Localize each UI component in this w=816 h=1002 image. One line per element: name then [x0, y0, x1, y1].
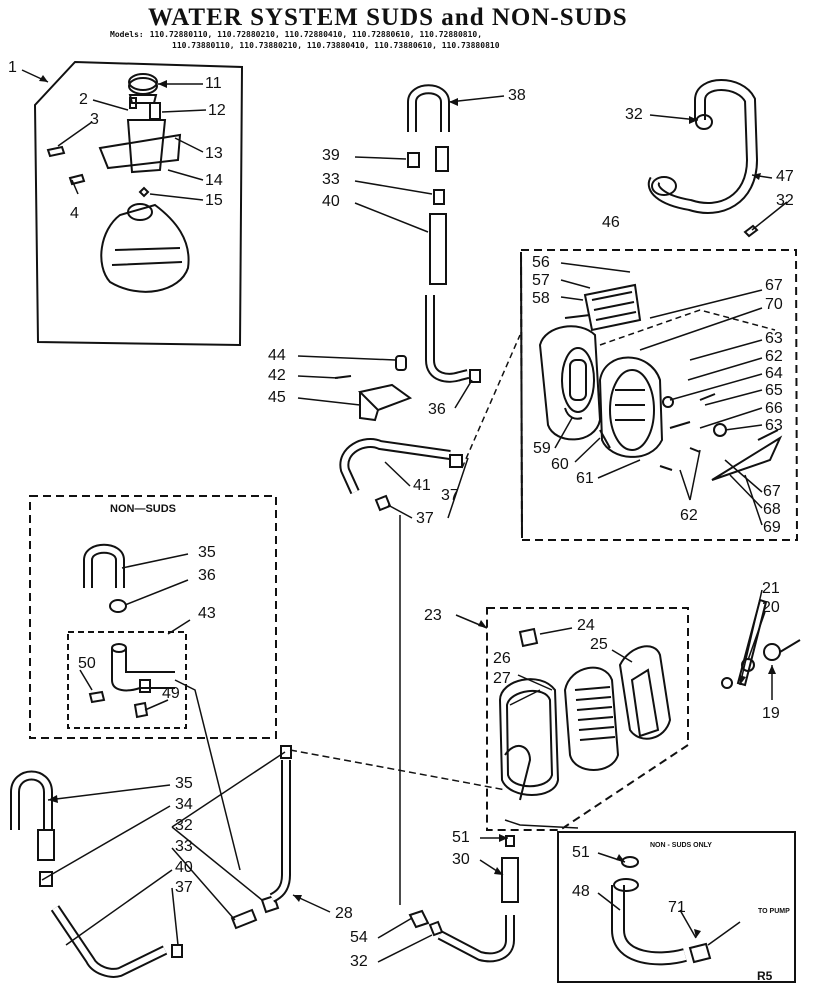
- callout-4: 4: [70, 205, 79, 222]
- callout-60: 60: [551, 456, 569, 473]
- callout-12: 12: [208, 102, 226, 119]
- callout-50: 50: [78, 655, 96, 672]
- callout-69: 69: [763, 519, 781, 536]
- upper-hose-group: [408, 89, 480, 382]
- callout-58: 58: [532, 290, 550, 307]
- models-line-1: 110.72880110, 110.72880210, 110.72880410…: [149, 30, 483, 39]
- diagram-title: WATER SYSTEM SUDS and NON-SUDS: [148, 4, 628, 31]
- callout-42: 42: [268, 367, 286, 384]
- callout-21: 21: [762, 580, 780, 597]
- callout-67-upper: 67: [765, 277, 783, 294]
- callout-2: 2: [79, 91, 88, 108]
- hose-47: [652, 85, 757, 236]
- arrowheads: [39, 75, 776, 938]
- callout-19: 19: [762, 705, 780, 722]
- non-suds-only-box: [558, 832, 795, 982]
- callout-33-lower: 33: [175, 838, 193, 855]
- callout-48: 48: [572, 883, 590, 900]
- callout-43: 43: [198, 605, 216, 622]
- callout-51-center: 51: [452, 829, 470, 846]
- callout-26: 26: [493, 650, 511, 667]
- callout-37-lower: 37: [175, 879, 193, 896]
- outlet-hose-group: [410, 836, 518, 957]
- pump-cover-box: [487, 600, 800, 830]
- callout-32-lower-left: 32: [175, 817, 193, 834]
- assembly-leader-lines: [290, 310, 775, 905]
- callout-35-nonsuds: 35: [198, 544, 216, 561]
- model-list: Models: 110.72880110, 110.72880210, 110.7…: [110, 29, 500, 51]
- callout-28: 28: [335, 905, 353, 922]
- callout-leader-lines: [22, 70, 787, 962]
- callout-57: 57: [532, 272, 550, 289]
- callout-47: 47: [776, 168, 794, 185]
- bracket-45: [335, 356, 410, 420]
- non-suds-box: [30, 496, 276, 870]
- lower-left-hose-group: [15, 746, 291, 973]
- callout-41: 41: [413, 477, 431, 494]
- to-pump-note: TO PUMP: [758, 908, 790, 915]
- callout-63-lower: 63: [765, 417, 783, 434]
- callout-68: 68: [763, 501, 781, 518]
- callout-49: 49: [162, 685, 180, 702]
- callout-32-hose47-top: 32: [625, 106, 643, 123]
- valve-assembly-box: [35, 62, 242, 345]
- callout-34: 34: [175, 796, 193, 813]
- callout-51-nonsuds-only: 51: [572, 844, 590, 861]
- callout-36-upper: 36: [428, 401, 446, 418]
- callout-33-upper: 33: [322, 171, 340, 188]
- models-line-2: 110.73880110, 110.73880210, 110.73880410…: [172, 41, 500, 50]
- callout-44: 44: [268, 347, 286, 364]
- callout-62-upper: 62: [765, 348, 783, 365]
- callout-30: 30: [452, 851, 470, 868]
- air-dome-parts: [540, 285, 780, 480]
- callout-38: 38: [508, 87, 526, 104]
- models-label: Models:: [110, 30, 144, 39]
- callout-23: 23: [424, 607, 442, 624]
- non-suds-box-title: NON—SUDS: [110, 503, 177, 515]
- callout-11: 11: [205, 75, 222, 92]
- callout-71: 71: [668, 899, 686, 916]
- callout-20: 20: [762, 599, 780, 616]
- page-code: R5: [757, 969, 773, 983]
- callout-56: 56: [532, 254, 550, 271]
- callout-15: 15: [205, 192, 223, 209]
- callout-40-lower: 40: [175, 859, 193, 876]
- callout-67-lower: 67: [763, 483, 781, 500]
- callout-1: 1: [8, 59, 17, 76]
- callout-37-upper: 37: [441, 487, 459, 504]
- callout-24: 24: [577, 617, 595, 634]
- callout-59: 59: [533, 440, 551, 457]
- callout-64: 64: [765, 365, 783, 382]
- callout-65: 65: [765, 382, 783, 399]
- callout-27: 27: [493, 670, 511, 687]
- callout-45: 45: [268, 389, 286, 406]
- callout-70: 70: [765, 296, 783, 313]
- callout-32-outlet: 32: [350, 953, 368, 970]
- callout-32-hose47-bottom: 32: [776, 192, 794, 209]
- callout-62-lower: 62: [680, 507, 698, 524]
- callout-66: 66: [765, 400, 783, 417]
- callout-39: 39: [322, 147, 340, 164]
- callout-14: 14: [205, 172, 223, 189]
- callout-35-lower: 35: [175, 775, 193, 792]
- air-dome-box: [521, 250, 797, 540]
- non-suds-only-note: NON - SUDS ONLY: [650, 842, 712, 849]
- callout-63-upper: 63: [765, 330, 783, 347]
- callout-25: 25: [590, 636, 608, 653]
- callout-36-nonsuds: 36: [198, 567, 216, 584]
- callout-40-upper: 40: [322, 193, 340, 210]
- callout-61: 61: [576, 470, 594, 487]
- callout-37-middle: 37: [416, 510, 434, 527]
- callout-13: 13: [205, 145, 223, 162]
- callout-54: 54: [350, 929, 368, 946]
- valve-assembly-parts: [48, 74, 189, 292]
- callout-46: 46: [602, 214, 620, 231]
- callout-3: 3: [90, 111, 99, 128]
